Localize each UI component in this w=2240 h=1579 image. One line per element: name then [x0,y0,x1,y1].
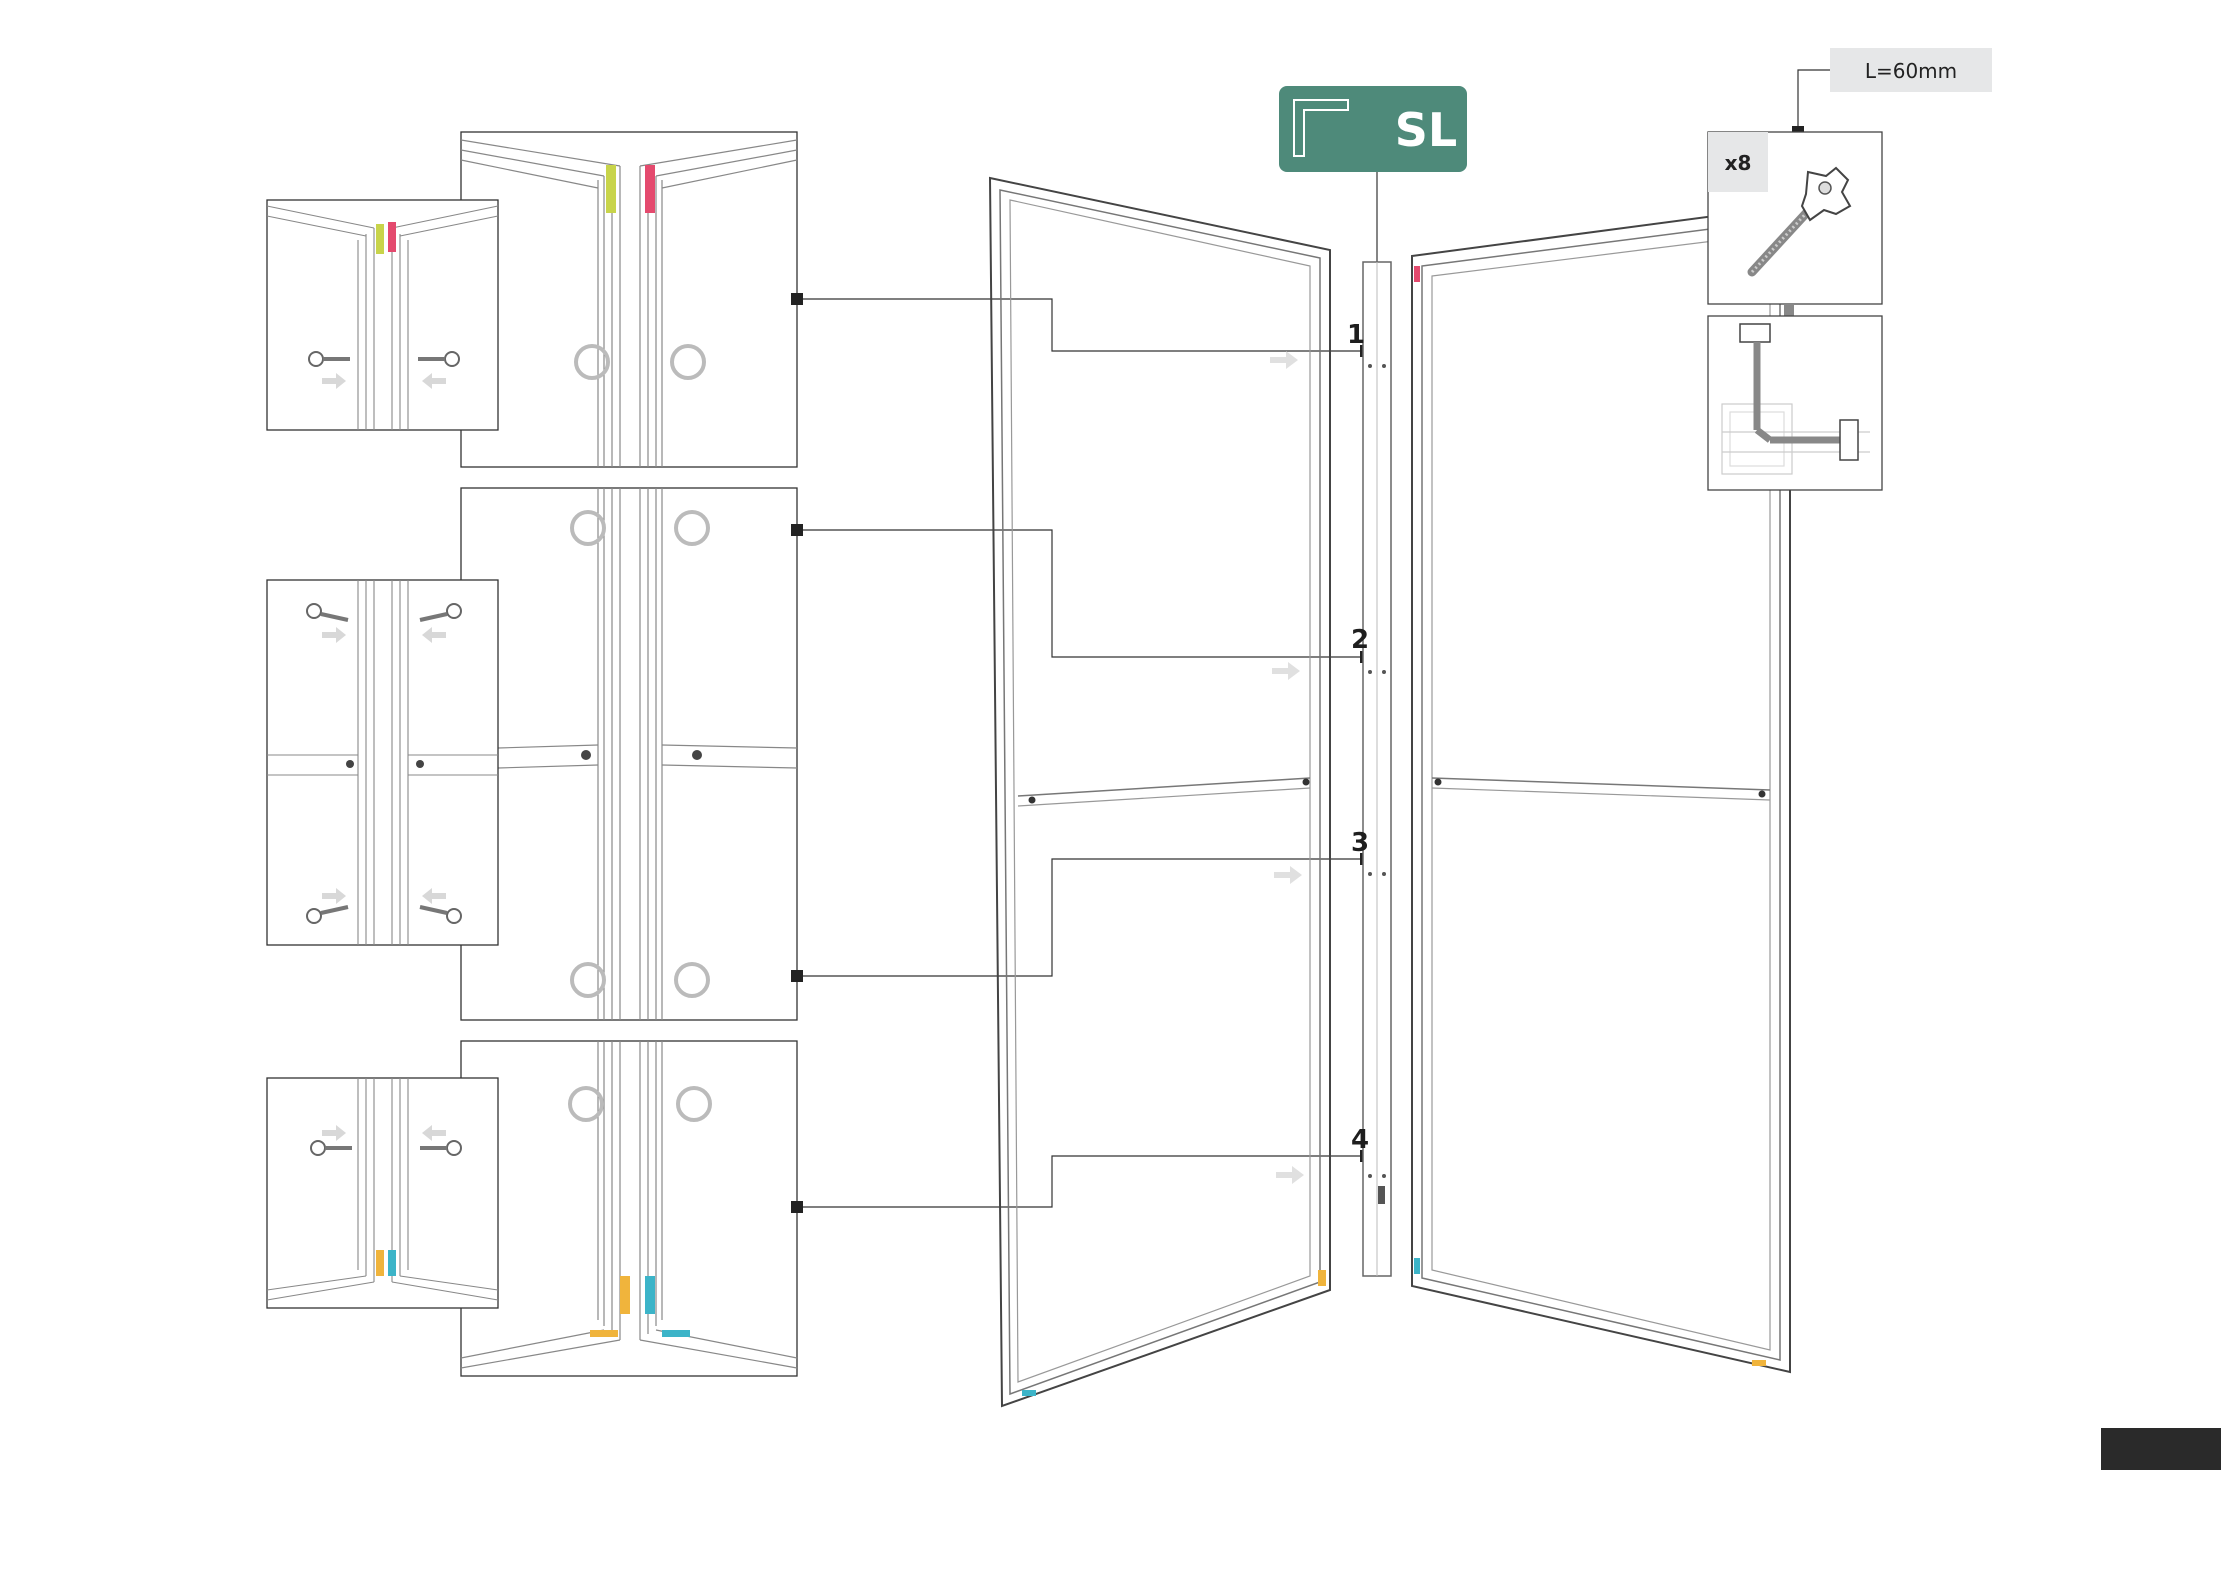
screw-right-icon [419,603,462,622]
callout-1: 1 [1347,320,1365,350]
page-tab [2101,1428,2221,1470]
screw-right-icon [419,905,462,924]
detail-middle-small [266,579,499,946]
profile-tag-label: SL [1395,103,1457,157]
screw-left-icon [308,351,350,367]
length-label: L=60mm [1865,59,1957,83]
screw-right-icon [418,351,460,367]
profile-tag-sl: SL [1279,86,1467,172]
leader-lines [797,69,1830,1208]
direction-arrows [1270,351,1304,1184]
screw-left-icon [306,603,349,622]
detail-top-small [266,199,499,431]
right-frame-panel [1411,204,1791,1374]
left-frame-panel [988,176,1331,1408]
detail-bottom-large [460,1040,798,1377]
knob-screw-icon [1747,166,1852,277]
pink-label [645,165,655,213]
screw-connector [1784,304,1794,316]
screw-inset-top: x8 [1707,131,1883,305]
quantity-label: x8 [1725,151,1752,175]
knob-top-icon [1739,323,1859,461]
callout-3: 3 [1351,828,1369,858]
screw-left-icon [306,905,349,924]
detail-top-large [460,131,798,468]
callout-4: 4 [1351,1125,1369,1155]
screw-right-icon [420,1140,462,1156]
length-pill: L=60mm [1830,48,1992,92]
screw-inset-bottom [1707,315,1883,491]
screw-left-icon [310,1140,352,1156]
arrow-left-icon [422,373,446,389]
arrow-right-icon [322,373,346,389]
yellow-label [606,165,616,213]
callout-2: 2 [1351,625,1369,655]
detail-bottom-small [266,1077,499,1309]
detail-middle-large [460,487,798,1021]
callout-labels: 1 2 3 4 [1347,320,1369,1155]
center-post [1362,261,1392,1277]
